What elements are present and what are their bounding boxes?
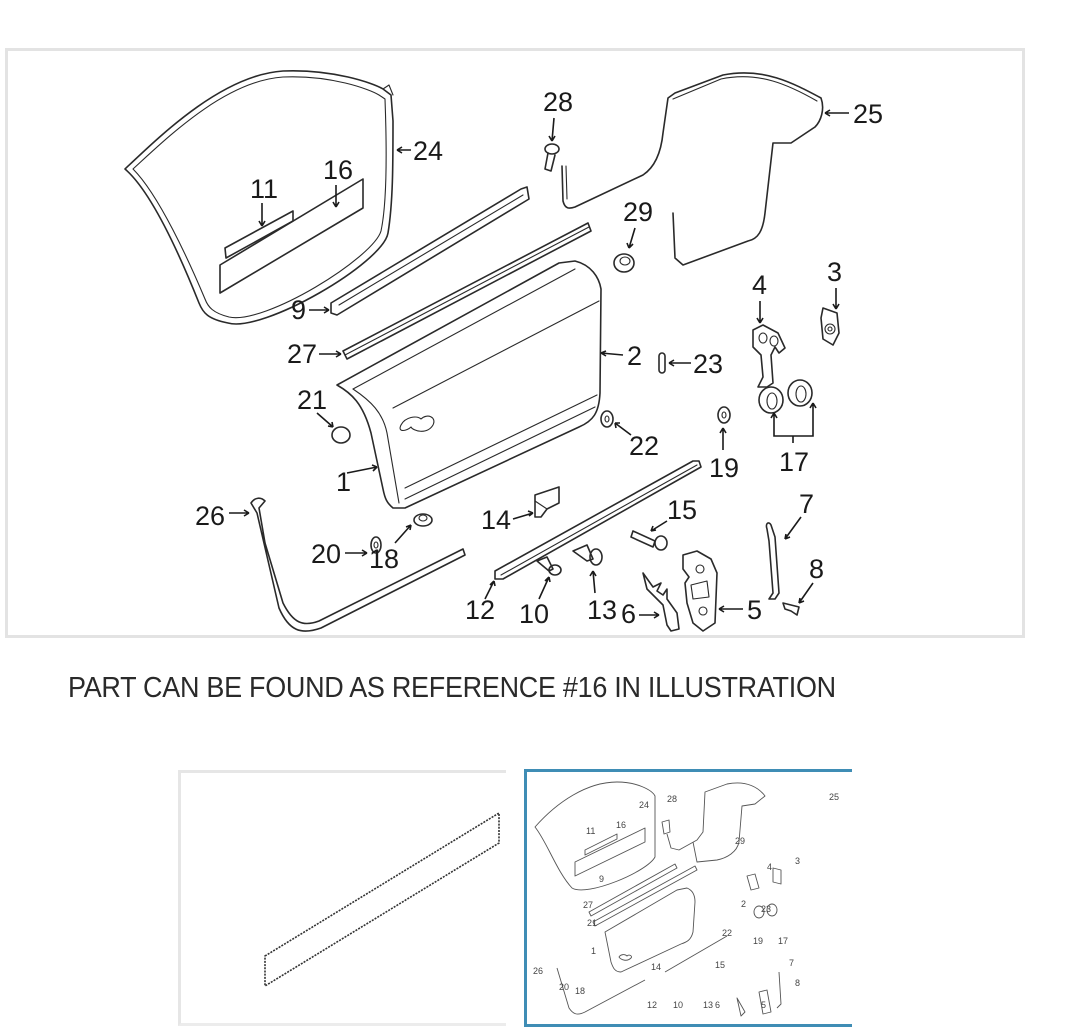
callout-2: 2 <box>627 341 642 371</box>
mini-callout-13: 13 <box>703 1000 713 1010</box>
molding-strip-shape <box>264 811 500 988</box>
part-3-clip-nut <box>820 307 840 346</box>
callout-23: 23 <box>693 349 723 379</box>
callout-18: 18 <box>369 544 399 574</box>
callout-1: 1 <box>336 467 351 497</box>
callout-13: 13 <box>587 595 617 625</box>
part-27-belt-molding <box>342 222 592 360</box>
mini-callout-27: 27 <box>583 900 593 910</box>
part-25-door-seal <box>561 72 824 266</box>
part-28-clip <box>544 143 560 172</box>
mini-callout-17: 17 <box>778 936 788 946</box>
part-18-bushing <box>413 513 433 527</box>
mini-callout-12: 12 <box>647 1000 657 1010</box>
callout-11: 11 <box>250 174 278 204</box>
mini-callout-14: 14 <box>651 962 661 972</box>
molding-strip-image <box>264 811 500 988</box>
part-21-plug <box>331 426 351 444</box>
callout-16: 16 <box>323 155 353 185</box>
mini-callout-29: 29 <box>735 836 745 846</box>
mini-callout-3: 3 <box>795 856 800 866</box>
callout-26: 26 <box>195 501 225 531</box>
mini-callout-21: 21 <box>587 918 597 928</box>
mini-callout-22: 22 <box>722 928 732 938</box>
mini-parts-illustration: 24 28 25 11 16 29 9 3 4 27 2 23 21 22 19… <box>533 781 839 1017</box>
mini-callout-7: 7 <box>789 958 794 968</box>
mini-callout-15: 15 <box>715 960 725 970</box>
callout-27: 27 <box>287 339 317 369</box>
thumbnail-part-16[interactable] <box>178 770 506 1026</box>
part-5-hinge <box>682 550 718 632</box>
part-10-screw <box>536 556 562 576</box>
mini-callout-18: 18 <box>575 986 585 996</box>
callout-24: 24 <box>413 136 443 166</box>
thumbnail-full-illustration[interactable]: 24 28 25 11 16 29 9 3 4 27 2 23 21 22 19… <box>524 769 852 1027</box>
callout-6: 6 <box>621 599 636 629</box>
mini-callout-9: 9 <box>599 874 604 884</box>
callout-29: 29 <box>623 197 653 227</box>
mini-callout-24: 24 <box>639 800 649 810</box>
part-19-washer <box>717 406 731 424</box>
callout-5: 5 <box>747 595 762 625</box>
mini-callout-25: 25 <box>829 792 839 802</box>
part-13-screw <box>572 544 603 566</box>
part-7-check-rod <box>765 522 780 600</box>
part-23-plug <box>658 352 666 374</box>
mini-callout-26: 26 <box>533 966 543 976</box>
part-29-nut <box>613 253 635 273</box>
callout-19: 19 <box>709 453 739 483</box>
callout-4: 4 <box>752 270 767 300</box>
mini-callout-4: 4 <box>767 862 772 872</box>
callout-7: 7 <box>799 489 814 519</box>
callout-28: 28 <box>543 87 573 117</box>
callout-14: 14 <box>481 505 511 535</box>
callout-12: 12 <box>465 595 495 625</box>
part-12-lower-strip <box>494 460 702 580</box>
part-22-washer <box>600 410 614 428</box>
reference-caption: PART CAN BE FOUND AS REFERENCE #16 IN IL… <box>68 672 836 704</box>
part-4-bracket <box>752 324 786 388</box>
mini-callout-11: 11 <box>586 826 595 836</box>
callout-3: 3 <box>827 257 842 287</box>
mini-callout-19: 19 <box>753 936 763 946</box>
callout-17: 17 <box>779 447 809 477</box>
part-15-bolt <box>630 530 668 551</box>
mini-callout-1: 1 <box>591 946 596 956</box>
callout-8: 8 <box>809 554 824 584</box>
mini-callout-8: 8 <box>795 978 800 988</box>
part-17-bumpers <box>758 379 813 414</box>
mini-callout-23: 23 <box>761 904 771 914</box>
parts-illustration: 24 11 16 9 27 2 1 21 28 <box>124 70 883 632</box>
mini-callout-16: 16 <box>616 820 626 830</box>
callout-10: 10 <box>519 599 549 629</box>
callout-9: 9 <box>291 295 306 325</box>
part-24-window-seal <box>124 70 394 325</box>
callout-22: 22 <box>629 431 659 461</box>
callout-21: 21 <box>297 385 327 415</box>
mini-callout-6: 6 <box>715 1000 720 1010</box>
mini-callout-20: 20 <box>559 982 569 992</box>
part-9-strip <box>330 186 530 316</box>
part-2-door-shell <box>336 260 602 509</box>
mini-callout-28: 28 <box>667 794 677 804</box>
callout-15: 15 <box>667 495 697 525</box>
mini-callout-2: 2 <box>741 899 746 909</box>
part-14-bracket <box>534 486 560 518</box>
callout-25: 25 <box>853 99 883 129</box>
part-26-sill-seal <box>250 497 466 632</box>
part-20-grommet <box>370 536 382 554</box>
mini-callout-10: 10 <box>673 1000 683 1010</box>
part-8-pin <box>782 602 800 616</box>
mini-callout-5: 5 <box>761 1000 766 1010</box>
part-6-bracket <box>642 572 680 632</box>
main-parts-diagram[interactable]: 24 11 16 9 27 2 1 21 28 <box>5 48 1025 638</box>
callout-20: 20 <box>311 539 341 569</box>
